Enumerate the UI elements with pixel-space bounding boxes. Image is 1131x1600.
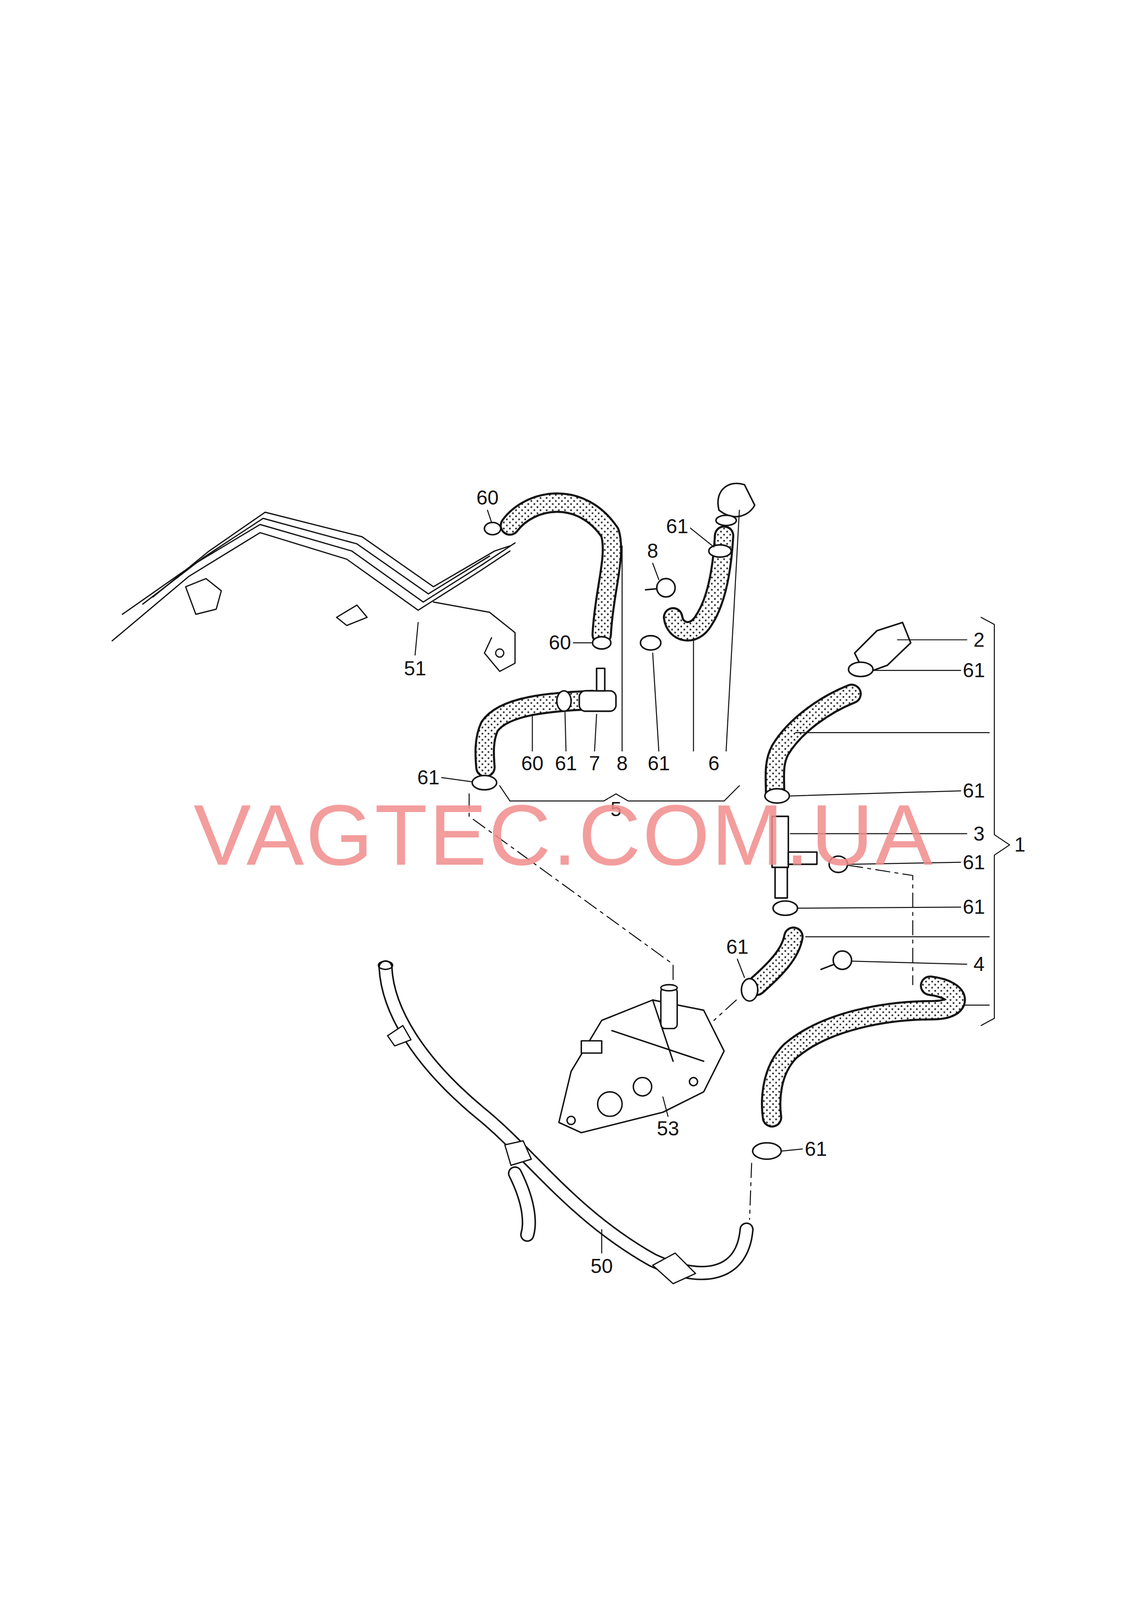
callout-number: 7 <box>587 752 602 775</box>
callout-number: 61 <box>646 752 672 775</box>
callout-number: 6 <box>706 752 722 775</box>
callout-number: 60 <box>519 752 546 775</box>
pipe-bundle <box>112 512 515 672</box>
callout-number: 1 <box>1012 833 1028 856</box>
watermark: VAGTEC.COM.UA <box>193 791 935 878</box>
callout-number: 8 <box>645 539 660 562</box>
callout-number: 61 <box>553 752 579 775</box>
callout-number: 60 <box>547 631 573 654</box>
callout-number: 61 <box>415 766 442 789</box>
coolant-pipe <box>378 960 747 1284</box>
pump-housing <box>558 984 725 1133</box>
callout-number: 61 <box>664 515 691 538</box>
leader-lines <box>414 509 1010 1253</box>
callout-number: 61 <box>961 779 988 802</box>
callout-number: 4 <box>971 953 987 975</box>
callout-number: 61 <box>724 935 751 958</box>
callout-number: 2 <box>971 628 987 651</box>
callout-number: 8 <box>614 752 630 775</box>
callout-number: 61 <box>961 851 988 874</box>
callout-number: 60 <box>474 486 501 509</box>
callout-number: 61 <box>961 659 988 682</box>
callout-number: 51 <box>402 657 429 680</box>
callout-number: 3 <box>971 822 987 845</box>
callout-number: 50 <box>588 1254 615 1277</box>
callout-number: 53 <box>655 1117 682 1140</box>
callout-number: 61 <box>961 895 988 918</box>
callout-number: 61 <box>802 1137 829 1160</box>
